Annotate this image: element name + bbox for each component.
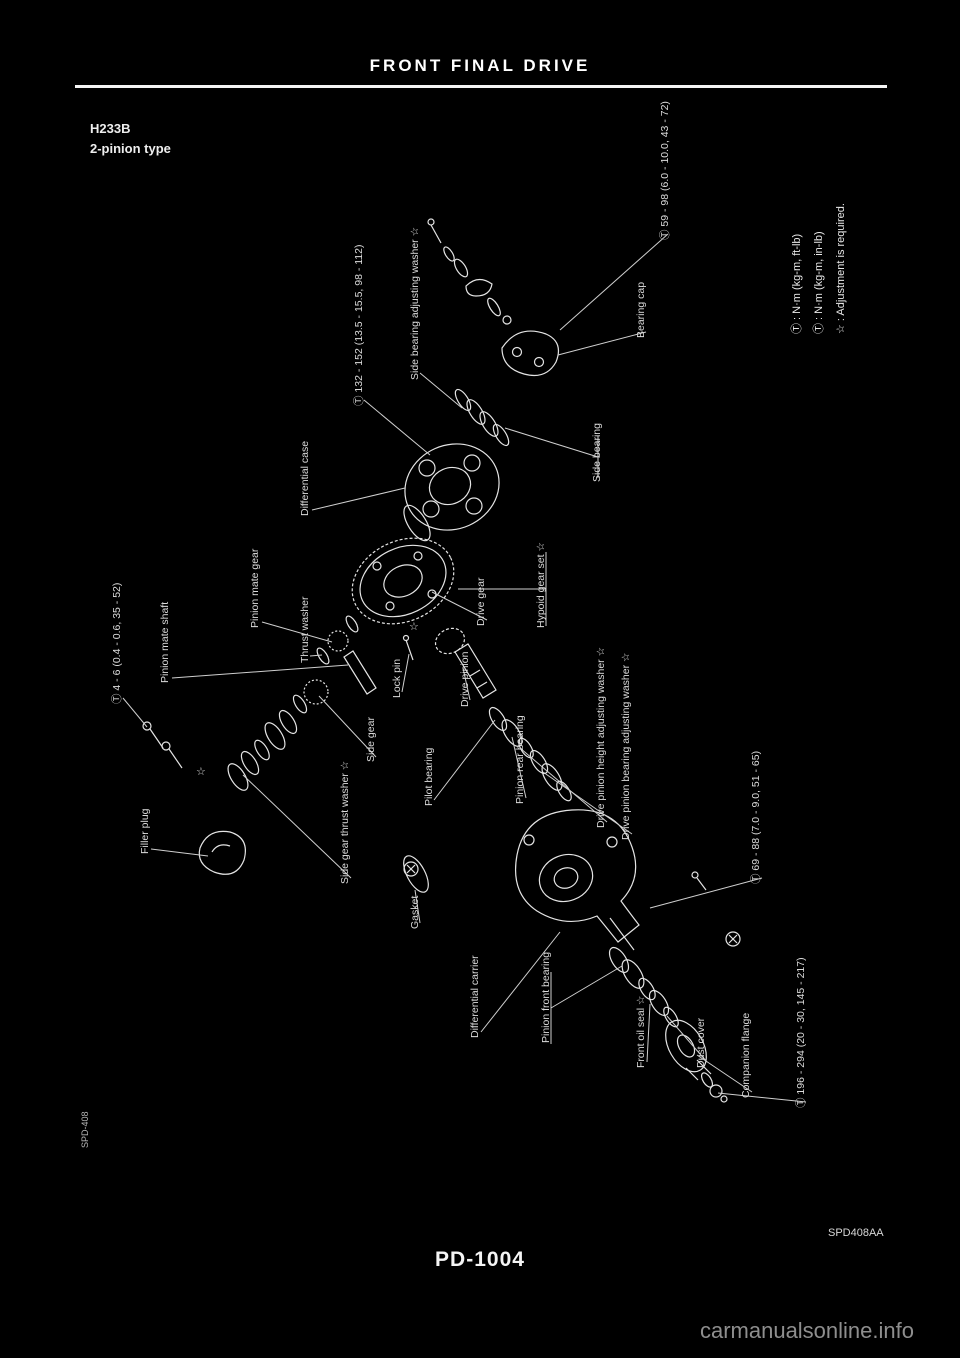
part-label: Drive gear — [475, 577, 487, 626]
part-label: Side gear thrust washer ☆ — [339, 760, 351, 884]
part-label: Lock pin — [391, 659, 403, 698]
part-label: Drive pinion — [459, 651, 471, 707]
part-label: Pinion rear bearing — [514, 715, 526, 804]
header-divider — [75, 85, 887, 88]
legend-adjustment-note: ☆ : Adjustment is required. — [835, 203, 847, 334]
adjustment-star-icon: ☆ — [196, 766, 206, 778]
adjustment-star-icon: ☆ — [409, 621, 419, 633]
watermark: carmanualsonline.info — [699, 1318, 914, 1343]
part-label: Side bearing — [591, 423, 603, 482]
leader-lines — [122, 233, 807, 1103]
part-labels: Ⓣ 132 - 152 (13.5 - 15.5, 98 - 112) Side… — [111, 101, 807, 1108]
part-label: Thrust washer — [299, 596, 311, 663]
page-title: FRONT FINAL DRIVE — [369, 56, 591, 75]
part-label: Dust cover — [695, 1017, 707, 1068]
torque-label: Ⓣ 59 - 98 (6.0 - 10.0, 43 - 72) — [659, 101, 671, 240]
part-label: Pinion mate gear — [249, 548, 261, 628]
part-label: Side gear — [365, 717, 377, 762]
type-label: 2-pinion type — [90, 141, 171, 156]
torque-label: Ⓣ 132 - 152 (13.5 - 15.5, 98 - 112) — [353, 245, 365, 406]
page-number: PD-1004 — [435, 1248, 525, 1271]
part-label: Differential case — [299, 441, 311, 516]
part-label: Pinion mate shaft — [159, 602, 171, 683]
torque-label: Ⓣ 4 - 6 (0.4 - 0.6, 35 - 52) — [111, 583, 123, 704]
torque-label: Ⓣ 196 - 294 (20 - 30, 145 - 217) — [795, 957, 807, 1108]
part-label: Filler plug — [139, 808, 151, 854]
part-label: Hypoid gear set ☆ — [535, 542, 547, 628]
part-label: Side bearing adjusting washer ☆ — [409, 226, 421, 380]
torque-label: Ⓣ 69 - 88 (7.0 - 9.0, 51 - 65) — [750, 751, 762, 884]
part-label: Drive pinion height adjusting washer ☆ — [595, 646, 607, 828]
edge-code: SPD-408 — [80, 1111, 90, 1148]
part-label: Bearing cap — [635, 282, 647, 338]
legend-torque-inlb: Ⓣ : N·m (kg-m, in-lb) — [812, 231, 825, 334]
part-label: Drive pinion bearing adjusting washer ☆ — [620, 652, 632, 840]
part-label: Companion flange — [740, 1013, 752, 1098]
part-label: Front oil seal ☆ — [635, 995, 647, 1068]
part-label: Gasket — [409, 896, 421, 929]
part-label: Pinion front bearing — [540, 952, 552, 1043]
legend: Ⓣ : N·m (kg-m, ft-lb) Ⓣ : N·m (kg-m, in-… — [790, 203, 847, 334]
part-label: Pilot bearing — [423, 747, 435, 806]
legend-torque-ftlb: Ⓣ : N·m (kg-m, ft-lb) — [790, 234, 803, 334]
part-label: Differential carrier — [469, 955, 481, 1038]
diagram-parts — [142, 218, 741, 1103]
model-code: H233B — [90, 121, 131, 136]
figure-code: SPD408AA — [828, 1227, 884, 1239]
